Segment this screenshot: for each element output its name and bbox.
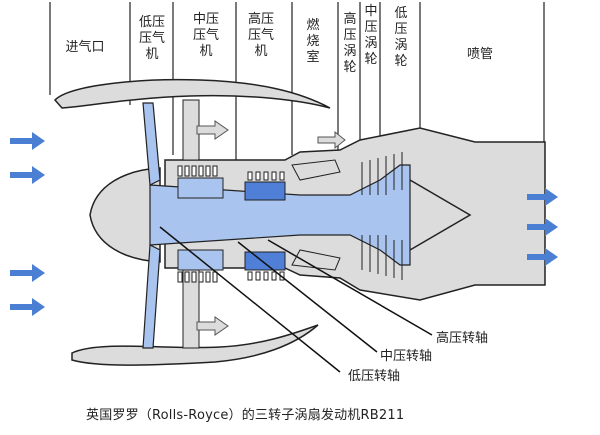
label-ip-turbine: 中 压 涡 轮 — [364, 4, 378, 67]
combustor-upper — [291, 159, 341, 181]
label-lp-compressor: 低压 压气 机 — [138, 15, 165, 62]
airflow-arrows — [10, 132, 558, 316]
lp-drum-upper — [177, 177, 224, 199]
lower-nacelle — [71, 324, 319, 366]
shaft-leader-lines — [159, 226, 433, 373]
ip-drum-upper — [244, 181, 286, 201]
bypass-arrows — [196, 120, 346, 336]
ip-drum-lower — [244, 251, 286, 271]
diagram-caption: 英国罗罗（Rolls-Royce）的三转子涡扇发动机RB211 — [86, 408, 405, 423]
compressor-blades — [177, 165, 285, 283]
label-lp-turbine: 低 压 涡 轮 — [394, 6, 408, 69]
label-hp-turbine: 高 压 涡 轮 — [343, 12, 357, 75]
fan-blade-lower — [142, 244, 161, 349]
exhaust-cone — [409, 179, 472, 251]
label-ip-compressor: 中压 压气 机 — [192, 12, 219, 59]
label-inlet: 进气口 — [65, 40, 105, 55]
label-hp-shaft: 高压转轴 — [436, 331, 489, 346]
label-ip-shaft: 中压转轴 — [380, 349, 433, 364]
label-nozzle: 喷管 — [466, 47, 493, 62]
combustor-lower — [291, 249, 341, 271]
fan-blade-upper — [142, 102, 161, 186]
label-combustor: 燃 烧 室 — [306, 18, 320, 65]
section-dividers — [49, 2, 545, 165]
label-hp-compressor: 高压 压气 机 — [247, 12, 274, 59]
turbine-blades — [361, 152, 403, 280]
upper-nacelle — [53, 78, 331, 109]
label-lp-shaft: 低压转轴 — [348, 369, 401, 384]
